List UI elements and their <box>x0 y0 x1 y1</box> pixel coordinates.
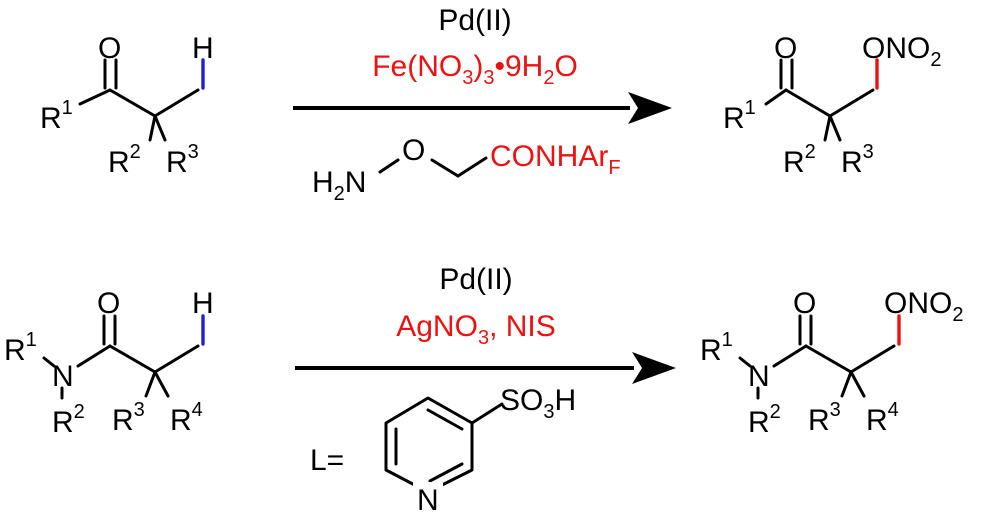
ligand-label: L= <box>310 444 344 477</box>
r2-group: R2 <box>108 141 141 179</box>
bond-c-calpha <box>108 88 157 118</box>
reagents-label: AgNO3, NIS <box>396 310 556 349</box>
r2-bond-calpha-ch2 <box>153 344 200 374</box>
r2-r1-group: R1 <box>4 329 37 367</box>
r1-group: R1 <box>40 97 73 135</box>
r2-bond-n-r1 <box>42 356 56 368</box>
p1-bond-c-calpha <box>784 88 832 118</box>
reaction2-conditions: Pd(II) AgNO3, NIS L= N SO3H <box>310 263 576 517</box>
amine-group: H2N <box>312 166 366 205</box>
r2-amide-nitrogen: N <box>52 360 74 393</box>
pyridine-nitrogen: N <box>417 484 439 517</box>
p2-bond-calpha-ch2 <box>849 344 896 374</box>
bond-calpha-r3 <box>153 114 167 142</box>
p1-r1-group: R1 <box>723 97 756 135</box>
p2-nitrate-group: ONO2 <box>884 287 963 326</box>
bond-n-o <box>378 158 400 174</box>
reaction1-reactant: O H R1 R2 R3 <box>40 32 214 179</box>
r2-r2-group: R2 <box>52 401 85 439</box>
p1-nitrate-group: ONO2 <box>862 32 941 71</box>
p1-carbonyl-oxygen: O <box>774 32 797 65</box>
p2-carbonyl-oxygen: O <box>793 287 816 320</box>
reaction2-reactant: O H N R1 R2 R3 R4 <box>4 287 214 439</box>
r2-bond-c-n <box>76 344 112 368</box>
p2-bond-c-n <box>772 344 808 368</box>
r2-r3-group: R3 <box>112 399 145 437</box>
pyridine-inner-bond-2 <box>428 462 464 483</box>
r2-r4-group: R4 <box>170 399 203 437</box>
bond-ring-so3h <box>470 402 504 425</box>
ether-oxygen: O <box>402 134 425 167</box>
p2-r2-group: R2 <box>748 401 781 439</box>
reaction1-product: O ONO2 R1 R2 R3 <box>723 32 941 179</box>
arrow-head-2 <box>632 352 676 384</box>
p2-r1-group: R1 <box>700 329 733 367</box>
amide-group: CONHArF <box>490 140 621 179</box>
sulfonic-acid-group: SO3H <box>500 384 576 423</box>
r2-bond-calpha-r4 <box>153 370 170 398</box>
p2-bond-calpha-r4 <box>849 370 866 398</box>
reaction1-conditions: Pd(II) Fe(NO3)3•9H2O H2N O CONHArF <box>312 4 621 205</box>
p1-bond-c-r1 <box>764 88 788 106</box>
reaction1-arrow <box>293 92 672 124</box>
p2-bond-n-r1 <box>738 356 752 368</box>
p2-bond-calpha-r3 <box>840 370 853 398</box>
carbonyl-oxygen: O <box>98 32 121 65</box>
p2-amide-nitrogen: N <box>748 360 770 393</box>
catalyst-label-1: Pd(II) <box>438 4 511 37</box>
p2-r3-group: R3 <box>808 399 841 437</box>
r2-carbonyl-oxygen: O <box>97 287 120 320</box>
r2-hydrogen-atom: H <box>192 287 214 320</box>
hydrogen-atom: H <box>192 32 214 65</box>
bond-o-ch2 <box>430 158 460 178</box>
arrow-head-1 <box>628 92 672 124</box>
p1-bond-calpha-ch2 <box>828 88 875 118</box>
p1-bond-calpha-r2 <box>823 114 832 142</box>
p1-r3-group: R3 <box>841 141 874 179</box>
r2-bond-c-calpha <box>108 344 157 374</box>
bond-calpha-r2 <box>148 114 157 142</box>
pyridine-inner-bond-1 <box>426 408 464 431</box>
p1-bond-calpha-r3 <box>828 114 842 142</box>
reaction2-arrow <box>295 352 676 384</box>
bond-ch2-c <box>456 156 488 178</box>
p2-r4-group: R4 <box>866 399 899 437</box>
p2-bond-c-calpha <box>804 344 853 374</box>
r3-group: R3 <box>166 141 199 179</box>
r2-bond-calpha-r3 <box>144 370 157 398</box>
reaction2-product: O ONO2 N R1 R2 R3 R4 <box>700 287 963 439</box>
bond-c-r1 <box>78 88 112 106</box>
catalyst-label-2: Pd(II) <box>439 263 512 296</box>
oxidant-label: Fe(NO3)3•9H2O <box>372 50 578 89</box>
bond-calpha-ch2 <box>153 88 200 118</box>
ring-nitrogen-mask <box>413 482 443 512</box>
p1-r2-group: R2 <box>783 141 816 179</box>
